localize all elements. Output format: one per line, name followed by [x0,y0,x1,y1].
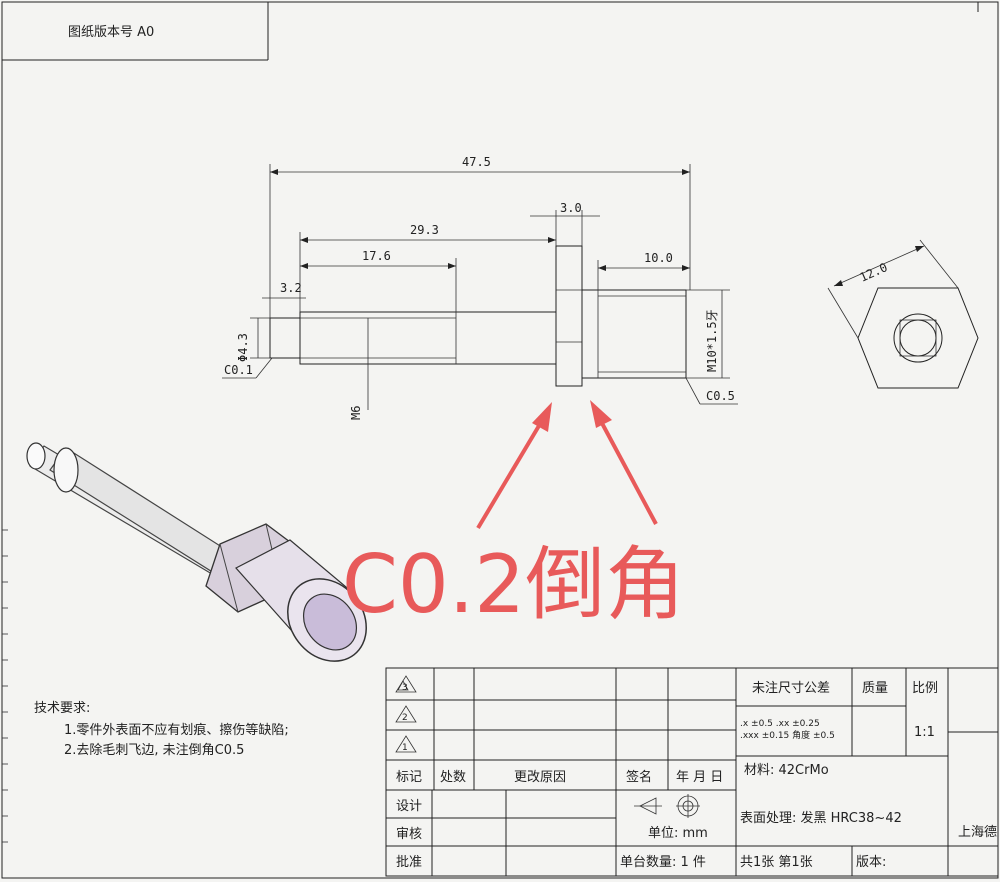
tech-requirements: 技术要求: 1.零件外表面不应有划痕、擦伤等缺陷; 2.去除毛刺飞边, 未注倒角… [34,701,289,758]
tech-req-item-2: 2.去除毛刺飞边, 未注倒角C0.5 [64,743,244,758]
surface-treatment: 表面处理: 发黑 HRC38~42 [740,810,902,826]
dim-tip-length: 3.2 [280,281,302,295]
dim-right-chamfer: C0.5 [706,389,735,403]
header-mark: 标记 [396,770,422,785]
role-design: 设计 [396,799,422,814]
dim-hex-thickness: 3.0 [560,201,582,215]
dim-to-hex: 29.3 [410,223,439,237]
dim-thread-length: 17.6 [362,249,391,263]
scale-label: 比例 [912,681,938,696]
mass-label: 质量 [862,681,888,696]
dim-m10-thread: M10*1.5牙 [705,309,719,372]
projection-symbol-icon [634,794,700,818]
role-review: 审核 [396,827,422,842]
drawing-version: 图纸版本号 A0 [68,25,154,40]
sheets: 共1张 第1张 [740,855,813,870]
left-frame-ticks [2,529,8,843]
title-block-texts: 3 2 1 标记 处数 更改原因 签名 年 月 日 设计 审核 批准 单位: m… [396,681,997,870]
company-name: 上海德 [958,825,997,840]
rev-mark-2: 2 [402,713,408,723]
rev-mark-1: 1 [402,743,408,753]
tolerance-title: 未注尺寸公差 [752,681,830,696]
unit-label: 单位: mm [648,826,708,841]
role-approve: 批准 [396,855,422,870]
header-reason: 更改原因 [514,770,566,785]
dim-m6-thread: M6 [349,406,363,420]
dim-right-length: 10.0 [644,251,673,265]
part-3d-view [26,442,367,662]
header-sign: 签名 [626,769,652,785]
set-qty: 单台数量: 1 件 [620,855,706,870]
header-date: 年 月 日 [676,770,723,785]
dim-tip-chamfer: C0.1 [224,363,253,377]
part-side-view [269,245,687,410]
hex-end-view: 12.0 [827,239,979,389]
dimension-texts: 47.5 3.0 29.3 17.6 3.2 10.0 C0.1 C0.5 Φ4… [224,155,735,420]
red-chamfer-annotation: C0.2倒角 [342,538,685,631]
dim-total-length: 47.5 [462,155,491,169]
title-block [385,667,999,877]
dimension-lines [222,164,738,405]
material: 材料: 42CrMo [744,763,829,778]
tolerance-line-1: .x ±0.5 .xx ±0.25 [740,719,820,729]
tolerance-line-2: .xxx ±0.15 角度 ±0.5 [740,729,835,741]
tech-req-title: 技术要求: [34,701,90,716]
red-arrows [476,400,658,530]
scale-value: 1:1 [914,725,935,740]
tech-req-item-1: 1.零件外表面不应有划痕、擦伤等缺陷; [64,722,289,738]
rev-mark-3: 3 [402,683,408,693]
dim-hex-across-flats: 12.0 [858,260,890,285]
dim-tip-diameter: Φ4.3 [236,333,250,362]
version-label: 版本: [856,855,886,870]
header-count: 处数 [440,770,466,785]
